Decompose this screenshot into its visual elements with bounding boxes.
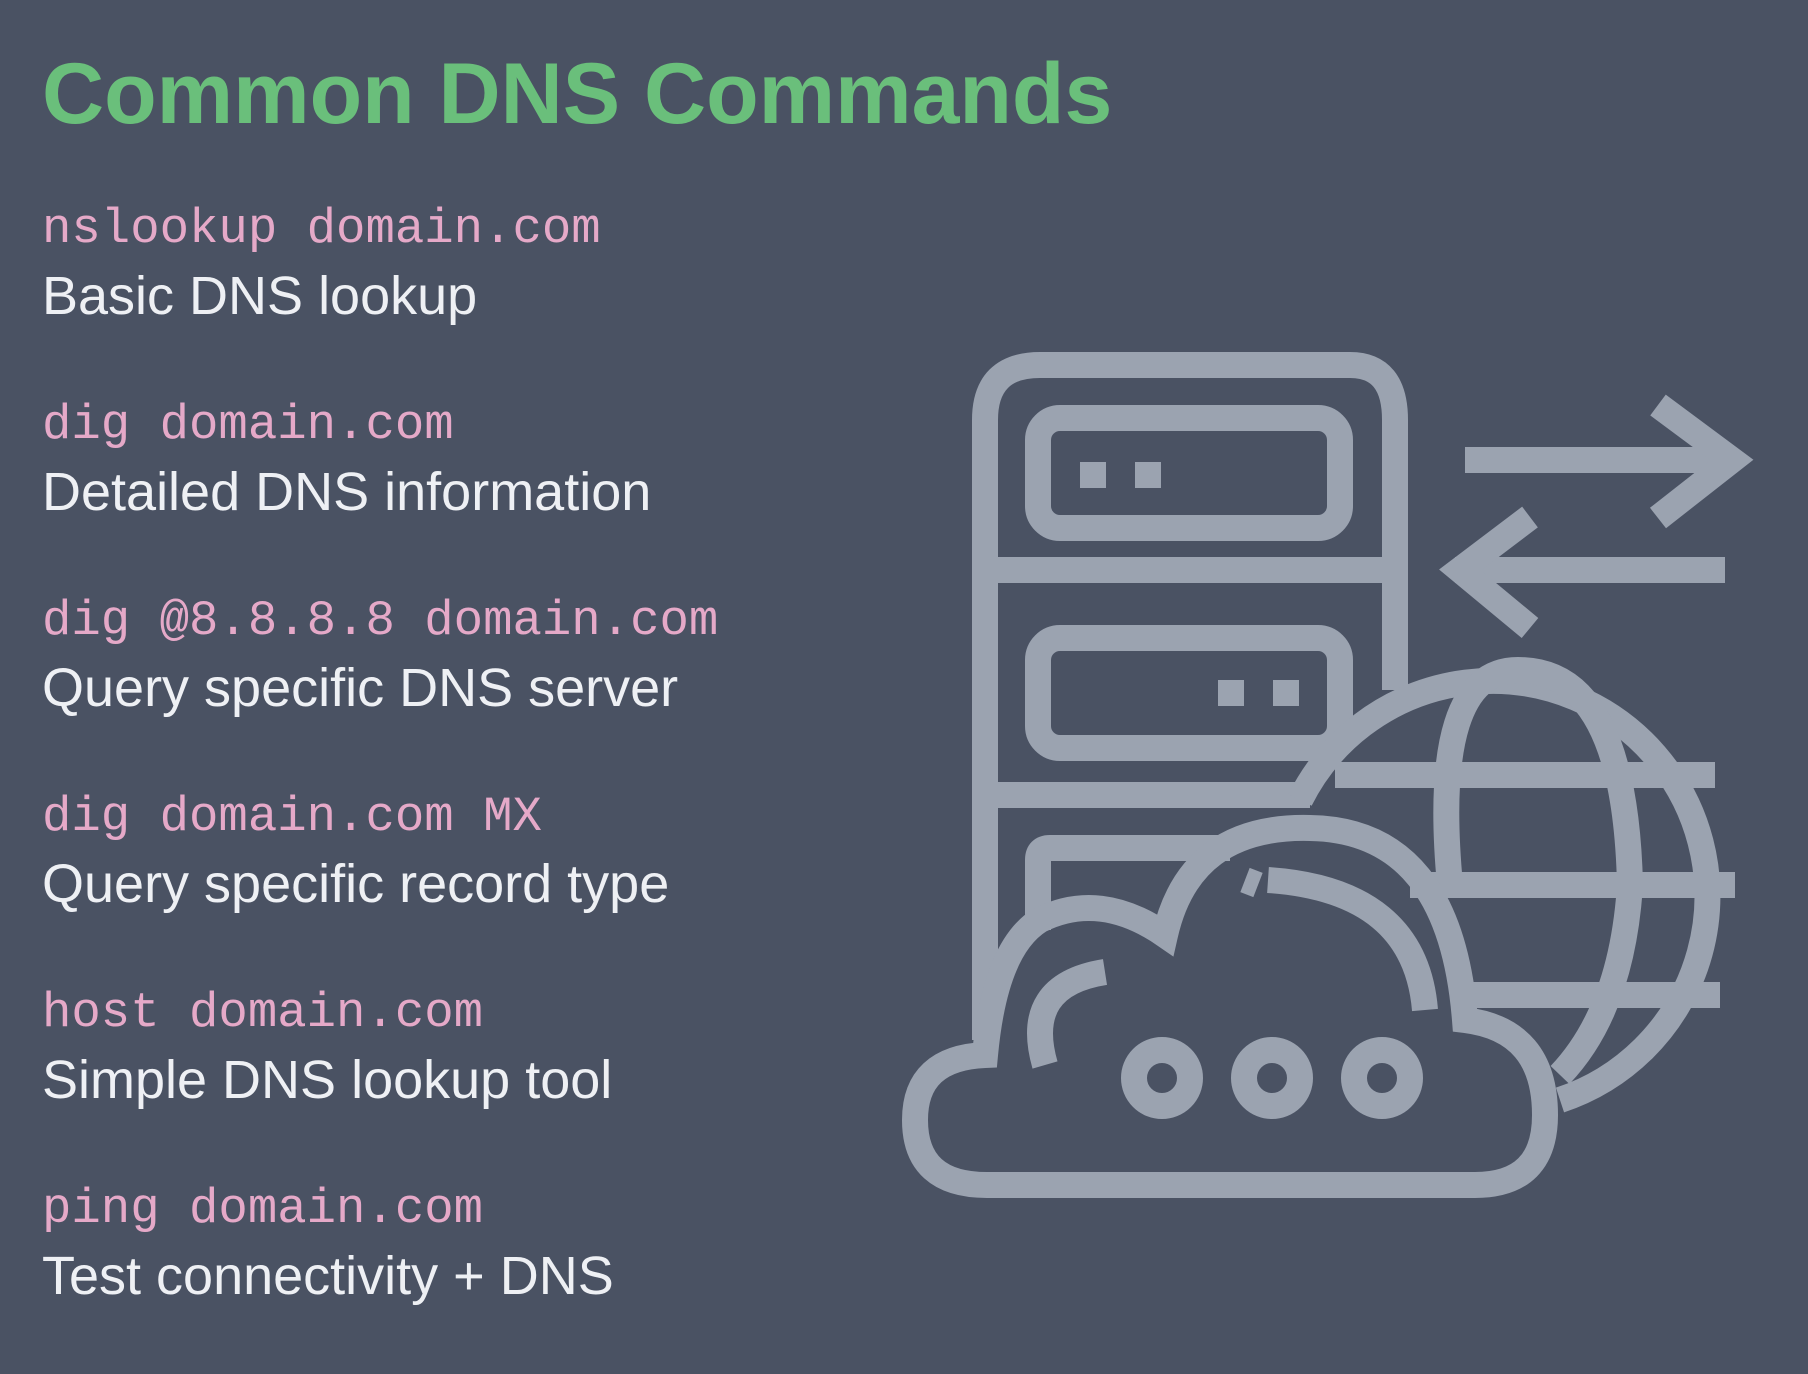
command-text: dig @8.8.8.8 domain.com <box>42 593 719 649</box>
command-item: ping domain.com Test connectivity + DNS <box>42 1178 862 1374</box>
command-list: nslookup domain.com Basic DNS lookup dig… <box>42 198 862 1374</box>
command-item: dig @8.8.8.8 domain.com Query specific D… <box>42 590 862 786</box>
command-text: dig domain.com MX <box>42 789 542 845</box>
slide: Common DNS Commands nslookup domain.com … <box>42 46 1754 1306</box>
command-text: nslookup domain.com <box>42 201 601 257</box>
command-text: ping domain.com <box>42 1181 484 1237</box>
command-description: Detailed DNS information <box>42 462 652 522</box>
slide-title: Common DNS Commands <box>42 46 1113 142</box>
command-item: dig domain.com MX Query specific record … <box>42 786 862 982</box>
command-text: dig domain.com <box>42 397 454 453</box>
command-description: Test connectivity + DNS <box>42 1246 614 1306</box>
command-description: Query specific DNS server <box>42 658 679 718</box>
command-item: dig domain.com Detailed DNS information <box>42 394 862 590</box>
command-item: host domain.com Simple DNS lookup tool <box>42 982 862 1178</box>
exchange-arrows-icon <box>1439 394 1754 639</box>
server-icon <box>972 352 1408 1040</box>
server-indicator-lights <box>1080 462 1299 706</box>
dns-server-cloud-globe-icon <box>901 352 1754 1198</box>
command-description: Query specific record type <box>42 854 670 914</box>
command-item: nslookup domain.com Basic DNS lookup <box>42 198 862 394</box>
command-description: Simple DNS lookup tool <box>42 1050 613 1110</box>
command-text: host domain.com <box>42 985 484 1041</box>
command-description: Basic DNS lookup <box>42 266 478 326</box>
globe-icon <box>1288 656 1735 1113</box>
cloud-icon <box>901 814 1559 1198</box>
